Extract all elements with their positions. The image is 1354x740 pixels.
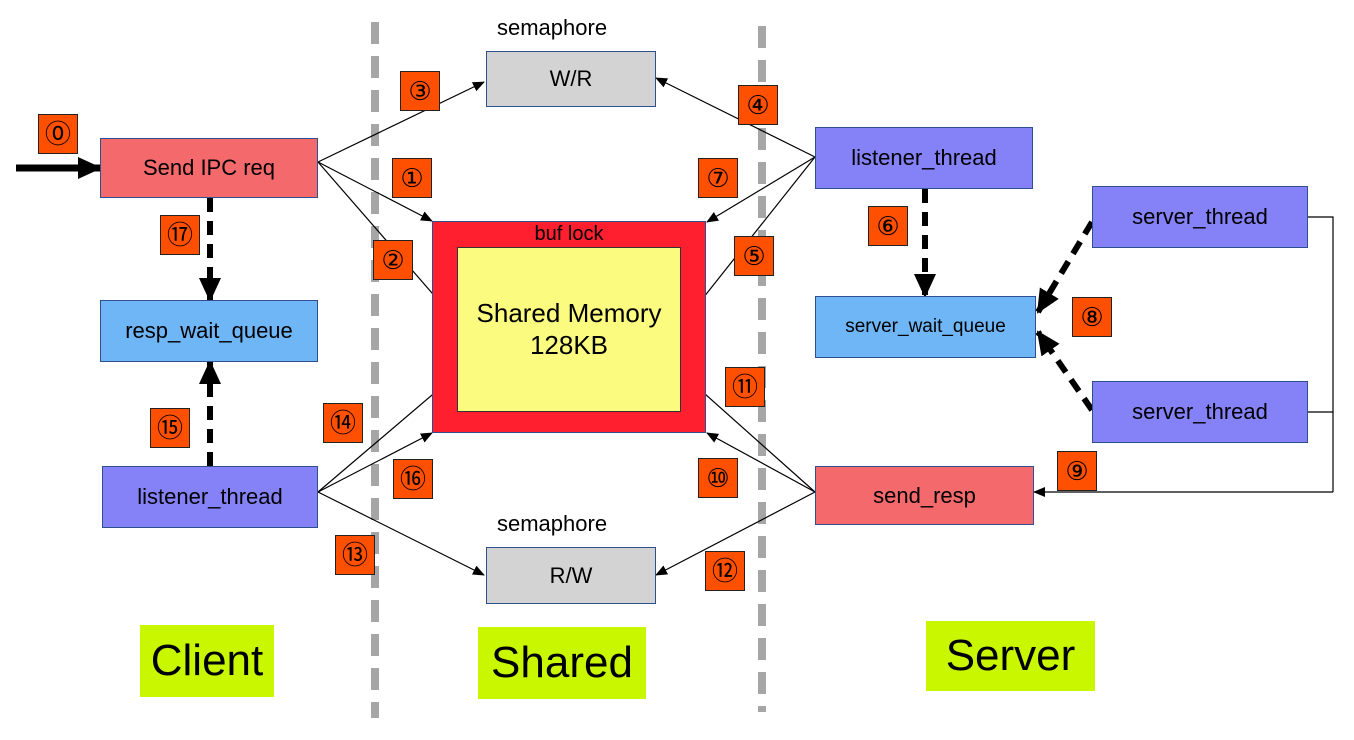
shared-memory-size: 128KB bbox=[529, 329, 609, 360]
step-marker-4: ④ bbox=[738, 85, 778, 125]
semaphore-bottom-label: semaphore bbox=[497, 511, 608, 536]
shared-memory-box: Shared Memory 128KB bbox=[457, 247, 681, 412]
connector-serverthreads-to-sendresp bbox=[1308, 216, 1334, 413]
server-thread-box-1: server_thread bbox=[1092, 186, 1308, 248]
step-marker-5: ⑤ bbox=[734, 236, 774, 276]
client-listener-thread-box: listener_thread bbox=[102, 466, 318, 528]
arrow-listener-to-semaphore bbox=[655, 77, 816, 158]
semaphore-top-label: semaphore bbox=[497, 15, 608, 40]
arrow-sendresp-to-semaphore bbox=[655, 491, 816, 576]
step-marker-3: ③ bbox=[400, 71, 440, 111]
step-marker-10: ⑩ bbox=[698, 458, 738, 498]
shared-memory-title: Shared Memory bbox=[476, 298, 662, 329]
step-marker-8: ⑧ bbox=[1072, 297, 1112, 337]
step-marker-9: ⑨ bbox=[1057, 451, 1097, 491]
step-marker-0: ⓪ bbox=[38, 114, 78, 154]
step-marker-7: ⑦ bbox=[698, 158, 738, 198]
arrow-send-to-semaphore bbox=[317, 81, 485, 163]
server-listener-thread-box: listener_thread bbox=[815, 127, 1033, 189]
send-resp-box: send_resp bbox=[815, 466, 1034, 525]
step-marker-6: ⑥ bbox=[868, 206, 908, 246]
send-ipc-req-box: Send IPC req bbox=[100, 138, 318, 198]
arrow-clientlistener-to-buflock bbox=[317, 432, 433, 493]
step-marker-11: ⑪ bbox=[725, 367, 765, 407]
arrow-clientlistener-to-semaphore bbox=[317, 491, 485, 576]
step-marker-1: ① bbox=[392, 158, 432, 198]
arrow-sendresp-to-buflock bbox=[706, 432, 816, 493]
step-marker-12: ⑫ bbox=[705, 551, 745, 591]
semaphore-rw-box: R/W bbox=[486, 547, 656, 604]
client-section-label: Client bbox=[140, 625, 274, 697]
buf-lock-label: buf lock bbox=[534, 223, 604, 245]
step-marker-2: ② bbox=[373, 240, 413, 280]
resp-wait-queue-box: resp_wait_queue bbox=[100, 300, 318, 362]
arrow-serverthread1-to-queue bbox=[1035, 220, 1095, 314]
server-thread-box-2: server_thread bbox=[1092, 381, 1308, 443]
server-wait-queue-box: server_wait_queue bbox=[815, 296, 1036, 358]
arrow-send-to-buflock bbox=[317, 161, 433, 222]
arrow-serverthread2-to-queue bbox=[1035, 330, 1095, 412]
shared-section-label: Shared bbox=[478, 627, 646, 699]
server-section-label: Server bbox=[926, 621, 1095, 691]
arrow-listener-to-buflock bbox=[706, 156, 816, 223]
step-marker-14: ⑭ bbox=[323, 403, 363, 443]
step-marker-13: ⑬ bbox=[335, 535, 375, 575]
step-marker-15: ⑮ bbox=[150, 408, 190, 448]
step-marker-17: ⑰ bbox=[160, 215, 200, 255]
step-marker-16: ⑯ bbox=[393, 459, 433, 499]
semaphore-wr-box: W/R bbox=[486, 51, 656, 107]
